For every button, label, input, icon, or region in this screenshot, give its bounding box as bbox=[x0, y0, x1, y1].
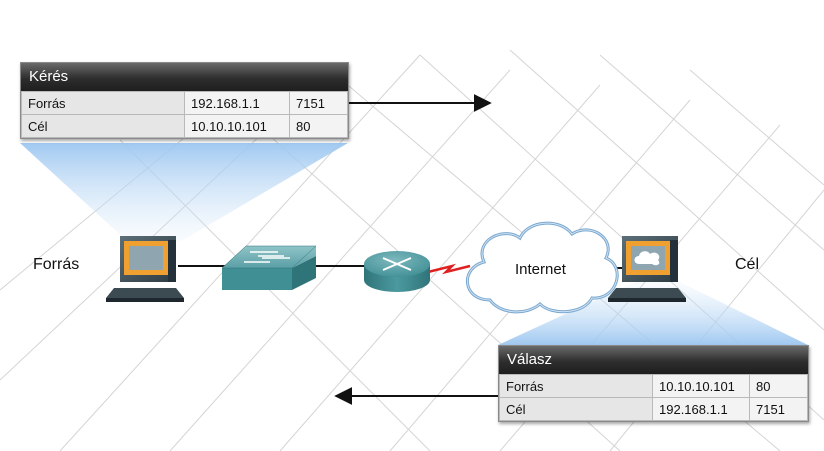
request-table-body: Forrás 192.168.1.1 7151 Cél 10.10.10.101… bbox=[21, 91, 348, 138]
row-address: 192.168.1.1 bbox=[652, 397, 750, 421]
row-port: 7151 bbox=[289, 91, 348, 115]
row-port: 80 bbox=[749, 374, 808, 398]
row-address: 192.168.1.1 bbox=[184, 91, 290, 115]
table-row: Cél 10.10.10.101 80 bbox=[21, 114, 348, 138]
reply-table-body: Forrás 10.10.10.101 80 Cél 192.168.1.1 7… bbox=[499, 374, 808, 421]
table-row: Cél 192.168.1.1 7151 bbox=[499, 397, 808, 421]
row-port: 7151 bbox=[749, 397, 808, 421]
reply-projection bbox=[498, 282, 808, 345]
request-table: Kérés Forrás 192.168.1.1 7151 Cél 10.10.… bbox=[20, 62, 349, 139]
source-computer-icon bbox=[106, 236, 184, 302]
row-label: Cél bbox=[21, 114, 185, 138]
row-address: 10.10.10.101 bbox=[652, 374, 750, 398]
table-row: Forrás 192.168.1.1 7151 bbox=[21, 91, 348, 115]
destination-label: Cél bbox=[735, 256, 760, 273]
row-port: 80 bbox=[289, 114, 348, 138]
row-label: Forrás bbox=[499, 374, 653, 398]
source-label: Forrás bbox=[33, 256, 80, 273]
switch-icon bbox=[221, 245, 317, 290]
reply-table: Válasz Forrás 10.10.10.101 80 Cél 192.16… bbox=[498, 345, 809, 422]
request-projection bbox=[20, 143, 348, 242]
destination-computer-icon bbox=[608, 236, 686, 302]
reply-table-title: Válasz bbox=[499, 346, 808, 374]
row-label: Cél bbox=[499, 397, 653, 421]
serial-link bbox=[427, 263, 471, 275]
router-icon bbox=[364, 251, 430, 292]
table-row: Forrás 10.10.10.101 80 bbox=[499, 374, 808, 398]
request-table-title: Kérés bbox=[21, 63, 348, 91]
internet-cloud-icon bbox=[466, 221, 619, 314]
row-label: Forrás bbox=[21, 91, 185, 115]
internet-label: Internet bbox=[515, 261, 566, 278]
row-address: 10.10.10.101 bbox=[184, 114, 290, 138]
